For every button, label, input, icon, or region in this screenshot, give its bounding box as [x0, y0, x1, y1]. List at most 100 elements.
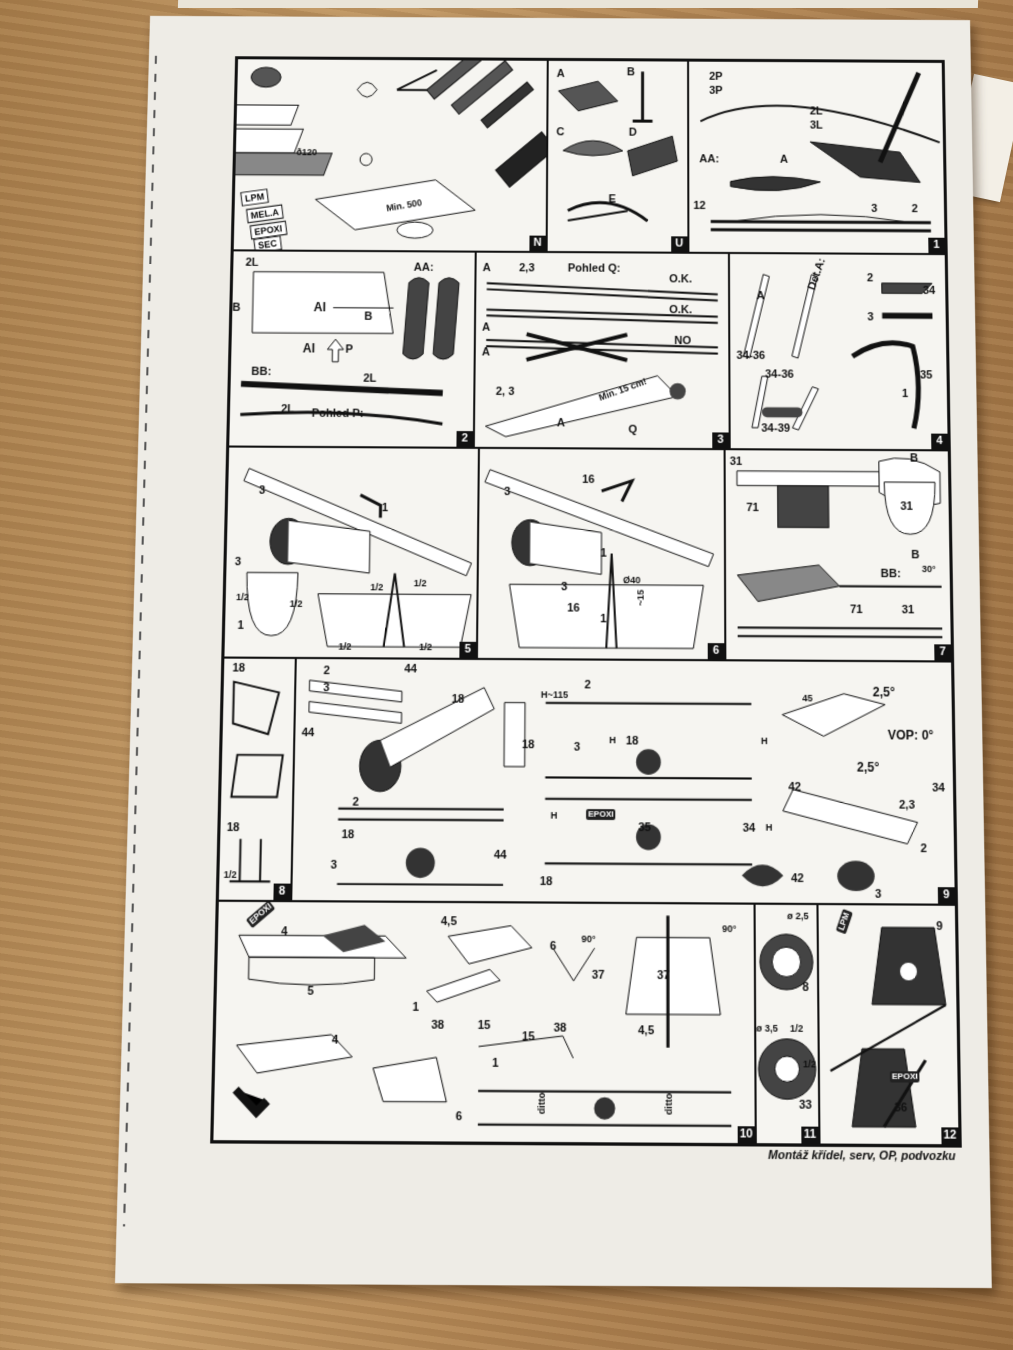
panel-12-illustration — [819, 905, 959, 1144]
label-15-lower: 15 — [522, 1031, 535, 1043]
panel-4: A Det.A: 2 34 3 34-36 35 1 34-36 34-39 4 — [730, 254, 948, 451]
label-31: 31 — [730, 457, 743, 469]
label-ditto-b: ditto — [665, 1093, 675, 1115]
panel-number: 11 — [801, 1127, 818, 1144]
label-b: B — [627, 67, 635, 78]
label-3p: 3P — [709, 86, 723, 97]
label-5: 5 — [307, 986, 314, 998]
label-b-left: B — [232, 303, 240, 314]
label-18-lower: 18 — [341, 829, 354, 841]
label-2l-mid: 2L — [363, 373, 376, 384]
label-c: C — [556, 127, 564, 138]
panel-7: 31 B 71 31 B BB: 30° 71 31 7 — [726, 450, 951, 662]
label-18-top: 18 — [232, 663, 245, 675]
label-34: 34 — [743, 823, 756, 835]
label-1: 1 — [600, 548, 606, 560]
label-37-a: 37 — [592, 970, 605, 982]
label-h-3: H — [551, 811, 558, 821]
label-71: 71 — [746, 503, 759, 515]
tag-sec: SEC — [253, 236, 281, 254]
label-2-5deg-mid: 2,5° — [857, 761, 880, 774]
label-30deg: 30° — [922, 565, 936, 575]
label-44-top: 44 — [404, 664, 417, 676]
panel-number: 6 — [708, 643, 725, 659]
label-34-36-a: 34-36 — [736, 351, 765, 363]
panel-number: 2 — [456, 431, 473, 447]
label-3: 3 — [504, 487, 510, 499]
label-ok-1: O.K. — [669, 274, 692, 285]
label-a-4: A — [557, 418, 565, 429]
label-16-lower: 16 — [567, 603, 580, 615]
label-aa: AA: — [414, 263, 434, 274]
label-18-bottom: 18 — [540, 876, 553, 888]
label-half-c: 1/2 — [370, 583, 383, 593]
label-2p: 2P — [709, 72, 723, 83]
panel-u: A B C D E U — [548, 61, 690, 254]
label-3-side: 3 — [574, 742, 580, 754]
label-a-1: A — [483, 263, 491, 274]
panel-number: 8 — [273, 884, 290, 900]
label-18: 18 — [452, 694, 465, 706]
label-b-right: B — [364, 312, 372, 323]
label-2-5deg-top: 2,5° — [873, 686, 895, 699]
label-42-bottom: 42 — [791, 873, 804, 885]
panel-number: 9 — [938, 887, 955, 904]
label-aa: AA: — [699, 154, 719, 165]
label-42: 42 — [788, 782, 801, 794]
label-ai-2: AI — [303, 342, 315, 354]
label-90deg-a: 90° — [581, 935, 595, 945]
label-dia-2-5: ø 2,5 — [787, 912, 809, 922]
label-8: 8 — [802, 982, 809, 994]
page-caption: Montáž křídel, serv, OP, podvozku — [768, 1149, 956, 1164]
label-34-39: 34-39 — [761, 423, 790, 435]
label-b-bottom: B — [911, 550, 919, 562]
label-9: 9 — [936, 921, 943, 933]
label-12: 12 — [693, 201, 705, 212]
label-2l: 2L — [810, 106, 823, 117]
label-half-a: 1/2 — [236, 593, 249, 603]
label-3-lower: 3 — [561, 582, 567, 594]
label-dia-3-5: ø 3,5 — [756, 1024, 778, 1034]
label-15: ~15 — [637, 589, 646, 605]
label-3: 3 — [323, 683, 330, 695]
label-2-right: 2 — [920, 843, 927, 855]
label-pohled-q: Pohled Q: — [568, 263, 621, 275]
label-2l-top: 2L — [245, 258, 258, 269]
label-a: A — [780, 155, 788, 166]
label-4: 4 — [281, 926, 288, 938]
label-1: 1 — [382, 503, 388, 515]
label-2: 2 — [867, 273, 873, 284]
label-epoxi: EPOXI — [890, 1071, 920, 1082]
label-1-section: 1 — [237, 620, 244, 632]
panel-1-illustration — [689, 62, 945, 253]
label-a: A — [756, 291, 764, 302]
label-a: A — [557, 69, 565, 80]
label-no: NO — [674, 336, 691, 347]
label-3: 3 — [259, 485, 266, 497]
panel-9: 2 3 44 18 44 18 2 18 3 44 2 H~115 H 3 18… — [292, 659, 955, 906]
label-4-lower: 4 — [332, 1035, 339, 1047]
label-4-5: 4,5 — [441, 916, 457, 928]
label-thickness: ð120 — [296, 148, 317, 157]
label-h115: H~115 — [541, 690, 568, 700]
label-34-36-b: 34-36 — [765, 369, 794, 381]
label-half-d: 1/2 — [414, 579, 427, 589]
label-epoxi: EPOXI — [586, 809, 616, 820]
panel-number: 4 — [931, 434, 948, 450]
panel-5: 3 1 3 1/2 1/2 1 1/2 1/2 1/2 1/2 5 — [224, 448, 480, 660]
label-h-1: H — [609, 736, 616, 746]
label-ok-2: O.K. — [669, 305, 692, 316]
panel-number: 5 — [459, 642, 476, 658]
label-half: 1/2 — [224, 870, 237, 880]
label-6-lower: 6 — [456, 1111, 463, 1123]
booklet-top-edge — [178, 0, 978, 8]
label-4-5-b: 4,5 — [638, 1025, 654, 1037]
label-h-4: H — [766, 823, 773, 833]
label-half-b: 1/2 — [803, 1060, 816, 1070]
label-half-f: 1/2 — [419, 643, 432, 653]
label-3l: 3L — [810, 120, 823, 131]
panel-1: 2P 3P 2L 3L AA: A 12 3 2 1 — [689, 62, 945, 256]
panel-number: U — [671, 236, 687, 251]
label-o40: Ø40 — [623, 576, 641, 586]
label-half-a: 1/2 — [790, 1024, 803, 1034]
